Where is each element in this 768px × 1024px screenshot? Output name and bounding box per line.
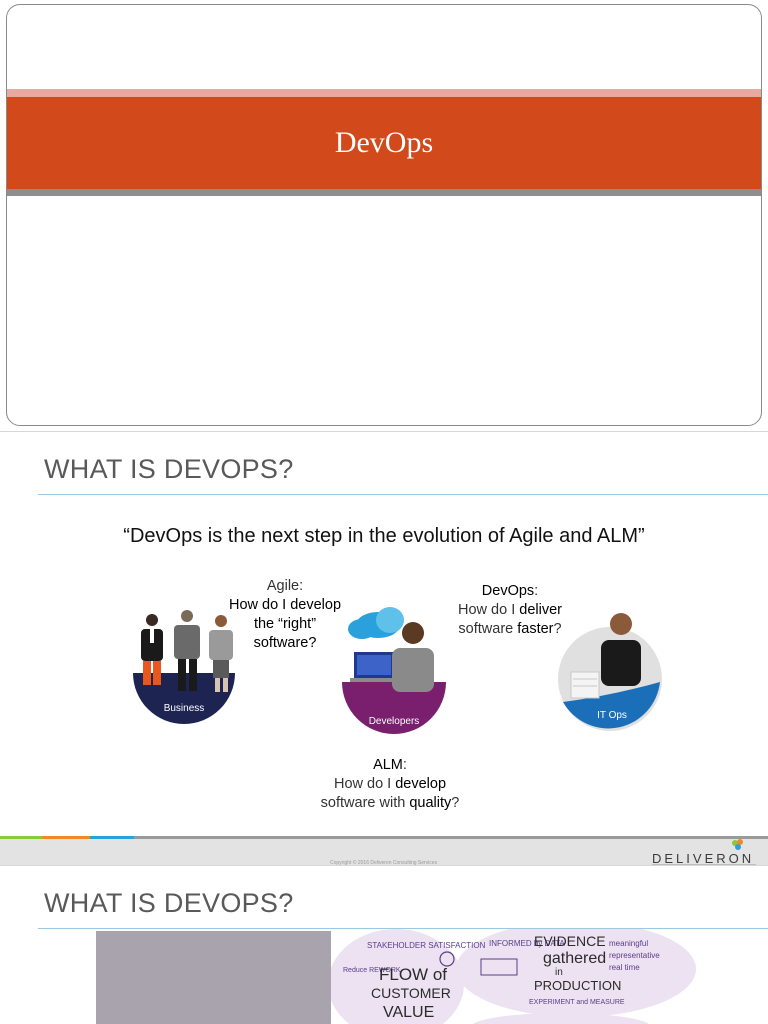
itops-label: IT Ops — [597, 710, 627, 721]
footer-stripe-green — [0, 836, 42, 839]
slide-separator — [0, 865, 768, 866]
logo-mark-icon — [732, 839, 743, 850]
image-placeholder — [96, 931, 331, 1024]
alm-question: ALM: How do I develop software with qual… — [300, 756, 480, 813]
devops-colon: : — [534, 583, 539, 599]
sketch-evidence4: PRODUCTION — [534, 978, 621, 993]
sketch-check1: meaningful — [609, 939, 648, 948]
sketch-flow3: VALUE — [383, 1004, 434, 1021]
sketch-experiment: EXPERIMENT and MEASURE — [529, 999, 625, 1006]
itops-illustration: IT Ops — [558, 613, 662, 731]
alm-title: ALM — [373, 757, 403, 773]
devops-quote: “DevOps is the next step in the evolutio… — [123, 525, 645, 547]
sketch-reduce: Reduce REWORK — [343, 967, 401, 974]
face-icon — [439, 951, 455, 967]
title-band — [7, 97, 761, 189]
deliveron-logo: DELIVERON — [652, 851, 755, 866]
sketch-evidence3: in — [555, 967, 563, 978]
agile-title: Agile: — [266, 578, 304, 594]
devops-line1b: deliver — [519, 602, 562, 618]
devops-question: DevOps: How do I deliver software faster… — [440, 582, 580, 639]
sketch-informed: INFORMED by DATA — [489, 939, 565, 948]
agile-line3: software? — [253, 635, 317, 651]
sketch-flow2: CUSTOMER — [371, 985, 451, 1001]
sketch-stakeholder: STAKEHOLDER SATISFACTION — [367, 941, 486, 950]
slide-heading: WHAT IS DEVOPS? — [44, 454, 294, 484]
developers-semicircle — [342, 682, 446, 734]
business-label: Business — [164, 703, 205, 714]
slide-heading: WHAT IS DEVOPS? — [44, 888, 294, 918]
sketch-check2: representative — [609, 951, 660, 960]
what-is-devops-slide: WHAT IS DEVOPS? “DevOps is the next step… — [0, 432, 768, 866]
sketch-evidence2: gathered — [543, 950, 606, 967]
developers-illustration: Developers — [342, 607, 446, 734]
agile-line1: How do I develop — [228, 597, 342, 613]
what-is-devops-slide-2: WHAT IS DEVOPS? STAKEHOLDER SATISFACTION… — [0, 866, 768, 1024]
chart-icon — [480, 958, 518, 976]
devops-line2b: faster — [517, 621, 554, 637]
developers-label: Developers — [369, 716, 420, 727]
agile-line2: the “right” — [253, 616, 317, 632]
heading-rule — [38, 494, 768, 495]
itops-wave — [563, 682, 660, 729]
footer-stripe-orange — [42, 836, 90, 839]
business-semicircle — [133, 673, 235, 724]
server-icon — [570, 671, 600, 699]
band-highlight — [7, 89, 761, 97]
alm-line2c: ? — [451, 795, 460, 811]
devops-title: DevOps — [481, 583, 535, 599]
slide-footer — [0, 837, 768, 865]
sketch-check3: real time — [609, 963, 640, 972]
title-slide: DevOps — [6, 4, 762, 426]
devops-line1a: How do I — [458, 602, 520, 618]
band-shadow — [7, 189, 761, 196]
sketchnote-illustration: STAKEHOLDER SATISFACTION Reduce REWORK F… — [331, 929, 696, 1024]
footer-stripe-gray — [134, 836, 768, 839]
sketch-evidence1: EVIDENCE — [534, 933, 606, 949]
slide-title: DevOps — [334, 126, 434, 159]
alm-line2b: quality — [409, 795, 452, 811]
copyright-text: Copyright © 2016 Deliveron Consulting Se… — [330, 860, 438, 866]
slide-separator — [0, 431, 768, 432]
logo-underline — [652, 864, 756, 865]
heading-rule — [38, 928, 768, 929]
alm-colon: : — [402, 757, 407, 773]
footer-stripe-blue — [90, 836, 134, 839]
devops-line2a: software — [458, 621, 518, 637]
agile-question: Agile: How do I develop the “right” soft… — [200, 577, 370, 653]
devops-line2c: ? — [553, 621, 562, 637]
alm-line1b: develop — [395, 776, 447, 792]
alm-line2a: software with — [320, 795, 410, 811]
sketch-flow1: FLOW of — [379, 965, 447, 984]
business-illustration: Business — [133, 610, 235, 724]
alm-line1a: How do I — [333, 776, 396, 792]
